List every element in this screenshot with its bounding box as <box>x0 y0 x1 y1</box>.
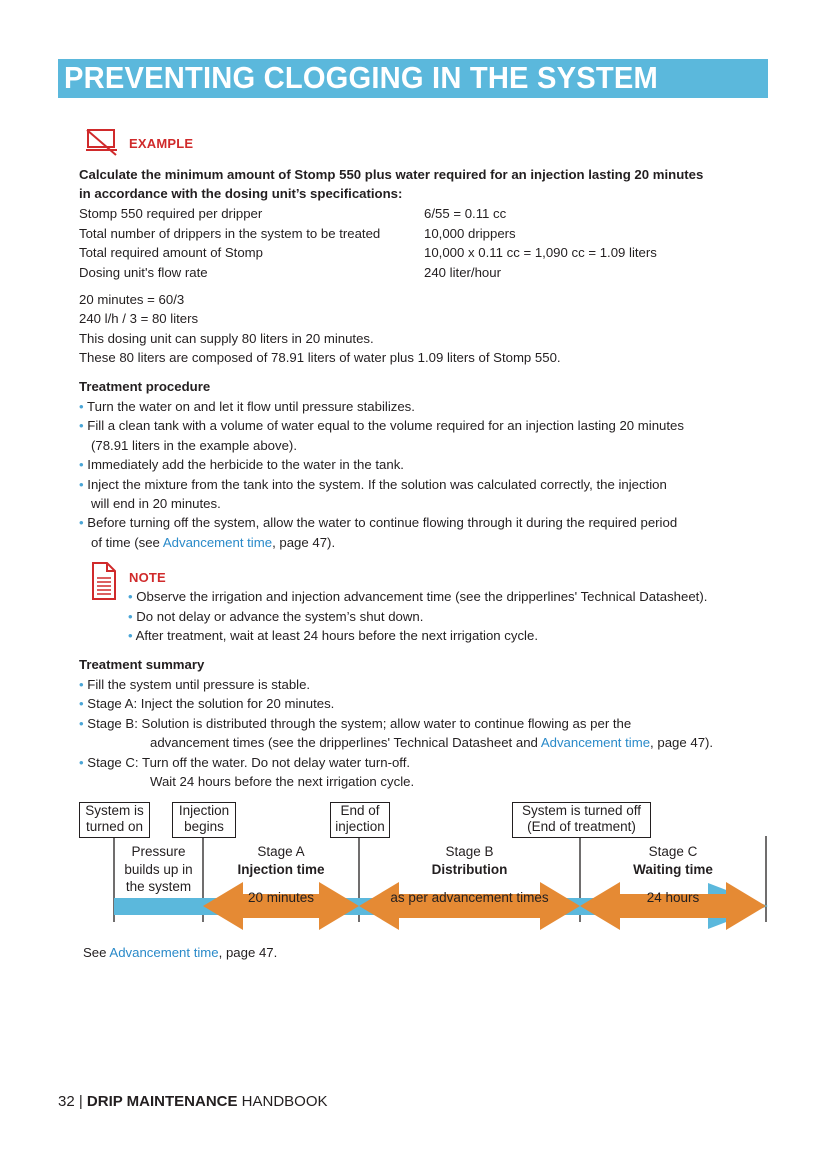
procedure-bullet: • Fill a clean tank with a volume of wat… <box>79 418 684 433</box>
note-document-icon <box>92 562 116 600</box>
example-label: EXAMPLE <box>129 136 194 151</box>
page-footer: 32 | DRIP MAINTENANCE HANDBOOK <box>58 1093 328 1110</box>
summary-bullet-cont: advancement times (see the dripperlines'… <box>150 735 714 750</box>
stage-c-arrow <box>580 882 766 930</box>
title-banner: PREVENTING CLOGGING IN THE SYSTEM <box>58 59 768 98</box>
summary-bullet: • Stage A: Inject the solution for 20 mi… <box>79 696 335 711</box>
note-item: • Observe the irrigation and injection a… <box>128 589 708 604</box>
summary-bullet-cont: Wait 24 hours before the next irrigation… <box>150 774 415 789</box>
procedure-bullet: • Immediately add the herbicide to the w… <box>79 457 404 472</box>
calc-line: 240 l/h / 3 = 80 liters <box>79 311 199 326</box>
summary-bullet: • Stage C: Turn off the water. Do not de… <box>79 755 411 770</box>
stage-a-duration: 20 minutes <box>247 890 315 905</box>
summary-bullet: • Fill the system until pressure is stab… <box>79 677 311 692</box>
calc-line: 20 minutes = 60/3 <box>79 292 185 307</box>
stage-a-arrow <box>203 882 359 930</box>
table-item: Stomp 550 required per dripper <box>79 206 263 221</box>
table-item: Total number of drippers in the system t… <box>79 225 381 241</box>
table-value: 10,000 drippers <box>424 225 516 241</box>
stage-c-duration: 24 hours <box>646 890 700 905</box>
footer-book-title: DRIP MAINTENANCE <box>86 1093 238 1110</box>
table-item: Total required amount of Stomp <box>79 245 263 260</box>
advancement-time-link[interactable]: Advancement time <box>162 535 273 550</box>
timeline-box-system-off: System is turned off(End of treatment) <box>512 802 651 838</box>
calc-line: These 80 liters are composed of 78.91 li… <box>79 350 561 365</box>
advancement-time-link[interactable]: Advancement time <box>109 945 219 960</box>
example-question-line-1: Calculate the minimum amount of Stomp 55… <box>79 167 704 182</box>
example-question-line-2: in accordance with the dosing unit’s spe… <box>79 186 403 201</box>
table-value: 10,000 x 0.11 cc = 1,090 cc = 1.09 liter… <box>424 245 657 260</box>
procedure-bullet: • Inject the mixture from the tank into … <box>79 477 667 492</box>
table-value: 240 liter/hour <box>424 264 501 280</box>
procedure-heading: Treatment procedure <box>79 379 211 394</box>
page-title: PREVENTING CLOGGING IN THE SYSTEM <box>64 60 658 95</box>
procedure-bullet: • Before turning off the system, allow t… <box>79 515 678 530</box>
procedure-bullet-cont: of time (see Advancement time, page 47). <box>91 535 336 550</box>
summary-heading: Treatment summary <box>79 657 205 672</box>
page-number: 32 <box>58 1093 75 1110</box>
example-laptop-icon <box>86 129 117 156</box>
procedure-bullet-cont: (78.91 liters in the example above). <box>91 438 297 453</box>
note-label: NOTE <box>129 570 166 585</box>
procedure-bullet: • Turn the water on and let it flow unti… <box>79 399 415 414</box>
note-item: • Do not delay or advance the system’s s… <box>128 609 424 624</box>
stage-b-arrow <box>359 882 580 930</box>
stage-b-duration: as per advancement times <box>390 890 549 905</box>
advancement-time-link[interactable]: Advancement time <box>540 735 651 750</box>
table-item: Dosing unit's flow rate <box>79 264 208 280</box>
summary-bullet: • Stage B: Solution is distributed throu… <box>79 716 632 731</box>
table-value: 6/55 = 0.11 cc <box>424 206 507 221</box>
note-item: • After treatment, wait at least 24 hour… <box>128 628 538 643</box>
see-also: See Advancement time, page 47. <box>83 945 278 960</box>
procedure-bullet-cont: will end in 20 minutes. <box>91 496 221 511</box>
calc-line: This dosing unit can supply 80 liters in… <box>79 331 374 346</box>
